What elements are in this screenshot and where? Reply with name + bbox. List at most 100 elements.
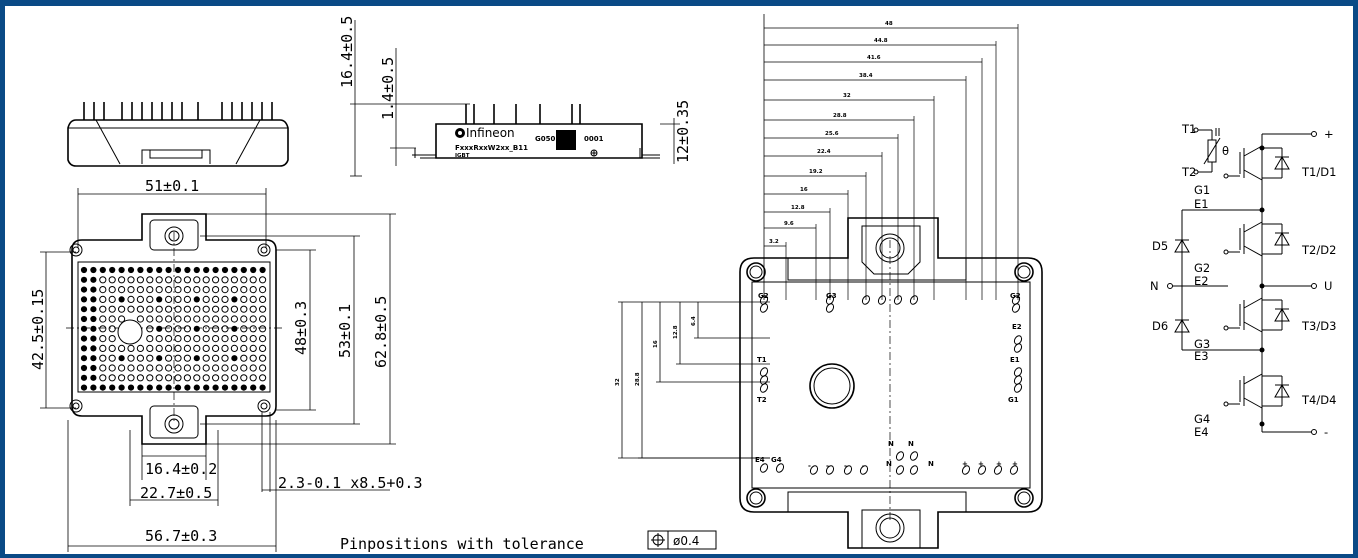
pin-pad [80, 306, 88, 313]
top-pin [825, 303, 835, 313]
pin-pad [118, 384, 125, 391]
pin-pad [174, 325, 182, 333]
pin-pad [203, 266, 210, 274]
top-pin [877, 295, 887, 305]
pin-pad [118, 286, 126, 294]
pin-pad [203, 384, 210, 391]
pin-pad [230, 305, 238, 313]
top-pin [825, 465, 835, 475]
pin-pad [90, 345, 97, 352]
pin-pad [240, 325, 248, 333]
pin-pad [202, 286, 210, 294]
pin-pad [118, 344, 126, 352]
top-pin [775, 463, 785, 473]
pin-pad [146, 325, 154, 333]
dim-tab-outer: 22.7±0.5 [140, 484, 212, 502]
pin-pad [249, 276, 257, 284]
sch-e3: E3 [1194, 349, 1209, 363]
vdim-label: 12.8 [673, 325, 679, 339]
pin-pad [249, 364, 257, 372]
pin-pad [250, 384, 257, 391]
label-plus-2: + [978, 460, 984, 468]
pin-pad [136, 276, 144, 284]
pin-pad [212, 276, 220, 284]
sch-theta: θ [1222, 144, 1229, 158]
top-pin [1013, 343, 1023, 353]
sch-n: N [1150, 279, 1159, 293]
pin-pad [202, 325, 210, 333]
pin-pad [156, 266, 163, 274]
pin-pad [108, 276, 116, 284]
pin-pad [99, 305, 107, 313]
pin-pad [202, 364, 210, 372]
pin-pad [118, 296, 125, 303]
sch-t3d3: T3/D3 [1301, 319, 1336, 333]
pin-pad [193, 344, 201, 352]
top-tab [861, 225, 921, 275]
pin-pad [165, 305, 173, 313]
pin-pad [165, 384, 172, 391]
pin-pad [212, 305, 220, 313]
pin-pad [118, 355, 125, 362]
pin-pad [250, 266, 257, 274]
pin-pad [174, 286, 182, 294]
pin-pad [156, 355, 163, 362]
pin-pad [249, 344, 257, 352]
pin-pad [174, 344, 182, 352]
pin-pad [90, 335, 97, 342]
pin-pad [183, 335, 191, 343]
pin-pad [90, 286, 97, 293]
pin-pad [80, 364, 88, 372]
part-number: FxxxRxxW2xx_B11 [455, 144, 528, 152]
pin-pad [108, 364, 116, 372]
label-e1: E1 [1010, 356, 1020, 364]
module-front-view [67, 102, 289, 167]
pin-pad [146, 295, 154, 303]
pin-pad [230, 315, 238, 323]
pin-pad [193, 266, 200, 274]
pin-pad [136, 305, 144, 313]
pin-pad [183, 276, 191, 284]
label-minus-4: - [862, 462, 865, 470]
pin-pad [127, 305, 135, 313]
label-n2: N [908, 440, 914, 448]
pin-pad [202, 305, 210, 313]
dim-height-left: 42.5±0.15 [29, 289, 47, 370]
pin-pad [108, 344, 116, 352]
pin-pad [155, 315, 163, 323]
pin-pad [80, 384, 88, 391]
top-pin [859, 465, 869, 475]
top-pin [759, 303, 769, 313]
top-pin [825, 295, 835, 305]
pin-pad [230, 374, 238, 382]
pin-pad [259, 374, 267, 382]
pin-pad [240, 266, 247, 274]
pin-pad [80, 335, 88, 342]
pin-pad [137, 266, 144, 274]
pin-pad [156, 384, 163, 391]
hdim-label: 3.2 [769, 239, 779, 245]
sch-plus: + [1324, 127, 1334, 141]
pin-pad [90, 325, 97, 332]
label-t2: T2 [757, 396, 767, 404]
pin-pad [183, 354, 191, 362]
pin-pad [174, 374, 182, 382]
label-g2-right: G2 [1010, 292, 1021, 300]
pin-pad [118, 266, 125, 274]
pin-pad [221, 354, 229, 362]
top-pin [1013, 367, 1023, 377]
bottom-tab [861, 509, 921, 549]
sch-t2d2: T2/D2 [1301, 243, 1336, 257]
pin-pad [240, 354, 248, 362]
pin-pad [127, 276, 135, 284]
pin-pad [221, 344, 229, 352]
pin-pad [136, 354, 144, 362]
pin-pad [109, 384, 116, 391]
sch-e1: E1 [1194, 197, 1209, 211]
pin-pad [202, 374, 210, 382]
pin-pad [240, 384, 247, 391]
dim-total: 56.7±0.3 [145, 527, 217, 545]
dim-body-height: 12±0.35 [674, 100, 692, 163]
pin-pad [212, 286, 220, 294]
